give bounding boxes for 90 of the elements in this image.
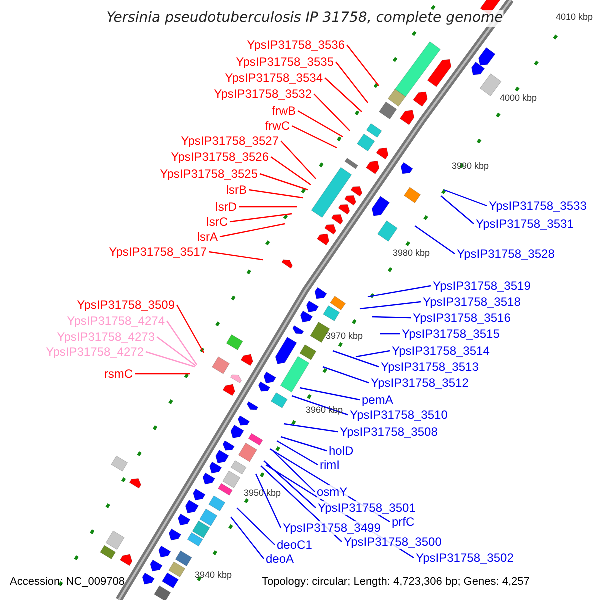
gene-label: YpsIP31758_3516 [413, 311, 511, 325]
gene-label: lsrD [216, 200, 237, 214]
gene-label: YpsIP31758_3533 [489, 199, 587, 213]
leader-line [292, 395, 348, 416]
leader-line [208, 251, 264, 261]
gene-label: YpsIP31758_3519 [433, 279, 531, 293]
title: Yersinia pseudotuberculosis IP 31758, complete genome [106, 10, 504, 27]
gene-label: YpsIP31758_3528 [457, 247, 555, 261]
gene-label: YpsIP31758_3500 [344, 535, 442, 549]
topology-text: Topology: circular; Length: 4,723,306 bp; Genes: 4,257 [262, 575, 530, 589]
leader-line [298, 110, 344, 138]
accession-text: Accession: NC_009708 [10, 575, 125, 589]
gene-label: osmY [317, 485, 348, 499]
gene-label: YpsIP31758_3535 [236, 55, 334, 69]
gene-label: frwB [272, 104, 296, 118]
gene-label: YpsIP31758_3526 [171, 150, 269, 164]
leader-line [444, 189, 488, 207]
leader-line [380, 333, 400, 335]
gene-label: YpsIP31758_3514 [392, 344, 490, 358]
gene-label: lsrC [206, 215, 228, 229]
gene-label: YpsIP31758_3509 [77, 298, 175, 312]
scale-label: 3970 kbp [326, 331, 364, 342]
leader-line [270, 156, 312, 186]
gene-label: YpsIP31758_3512 [371, 376, 469, 390]
gene-label: YpsIP31758_3510 [350, 408, 448, 422]
gene-label: YpsIP31758_3527 [181, 134, 279, 148]
gene-label: holD [329, 444, 354, 458]
gene-label: rsmC [104, 367, 133, 381]
leader-line [280, 140, 316, 180]
leader-line [284, 423, 338, 433]
gene-label: YpsIP31758_3518 [423, 295, 521, 309]
leader-line [272, 450, 316, 492]
scale-label: 3980 kbp [393, 248, 430, 259]
leader-line [314, 94, 350, 132]
leader-line [260, 173, 308, 191]
gene-label: YpsIP31758_4272 [46, 345, 144, 359]
leader-line [166, 320, 198, 366]
scale-label: 4010 kbp [556, 12, 594, 23]
gene-label: pemA [362, 393, 394, 407]
gene-label: deoC1 [277, 538, 312, 552]
leader-line [264, 460, 316, 508]
gene-label: YpsIP31758_3534 [225, 71, 323, 85]
leader-line [440, 196, 474, 224]
gene-label: YpsIP31758_3525 [160, 167, 258, 181]
leader-line [176, 304, 205, 354]
leader-line [255, 474, 282, 528]
gene-label: YpsIP31758_4274 [67, 314, 165, 328]
leader-line [356, 350, 390, 358]
leader-line [276, 440, 318, 466]
gene-label: YpsIP31758_3517 [109, 245, 207, 259]
gene-label: YpsIP31758_3515 [402, 327, 500, 341]
leader-line [248, 189, 304, 199]
leader-line [360, 301, 422, 310]
gene-label: lsrA [197, 230, 218, 244]
leader-line [368, 285, 432, 298]
gene-label: YpsIP31758_4273 [57, 330, 155, 344]
leader-line [220, 223, 286, 238]
gene-label: deoA [266, 552, 294, 566]
leader-line [292, 125, 338, 149]
leader-line [280, 436, 328, 452]
leader-line [300, 387, 360, 401]
scale-label: 4000 kbp [500, 93, 538, 104]
leader-line [322, 366, 370, 384]
gene-label: YpsIP31758_3501 [318, 501, 416, 515]
leader-line [336, 62, 368, 104]
leader-line [230, 516, 264, 560]
gene-label: YpsIP31758_3513 [381, 360, 479, 374]
leader-line [346, 44, 380, 86]
leader-line [414, 226, 456, 254]
leader-line [236, 508, 276, 546]
gene-label: lsrB [226, 183, 247, 197]
gene-label: frwC [265, 119, 290, 133]
scale-label: 3940 kbp [195, 570, 232, 581]
leader-line [324, 78, 362, 112]
leader-line [332, 350, 380, 368]
gene-label: YpsIP31758_3508 [340, 425, 438, 439]
gene-label: rimI [320, 458, 340, 472]
leader-line [230, 213, 292, 223]
leader-line [372, 316, 412, 319]
leader-line [146, 351, 196, 368]
gene-label: prfC [392, 515, 415, 529]
gene-label: YpsIP31758_3532 [214, 87, 312, 101]
scale-label: 3950 kbp [244, 488, 282, 499]
leader-line [135, 373, 190, 375]
gene-label: YpsIP31758_3502 [416, 551, 514, 565]
leader-line [239, 206, 297, 208]
gene-label: YpsIP31758_3499 [283, 521, 381, 535]
gene-label: YpsIP31758_3536 [247, 38, 345, 52]
gene-label: YpsIP31758_3531 [476, 217, 574, 231]
leader-line [156, 336, 196, 366]
